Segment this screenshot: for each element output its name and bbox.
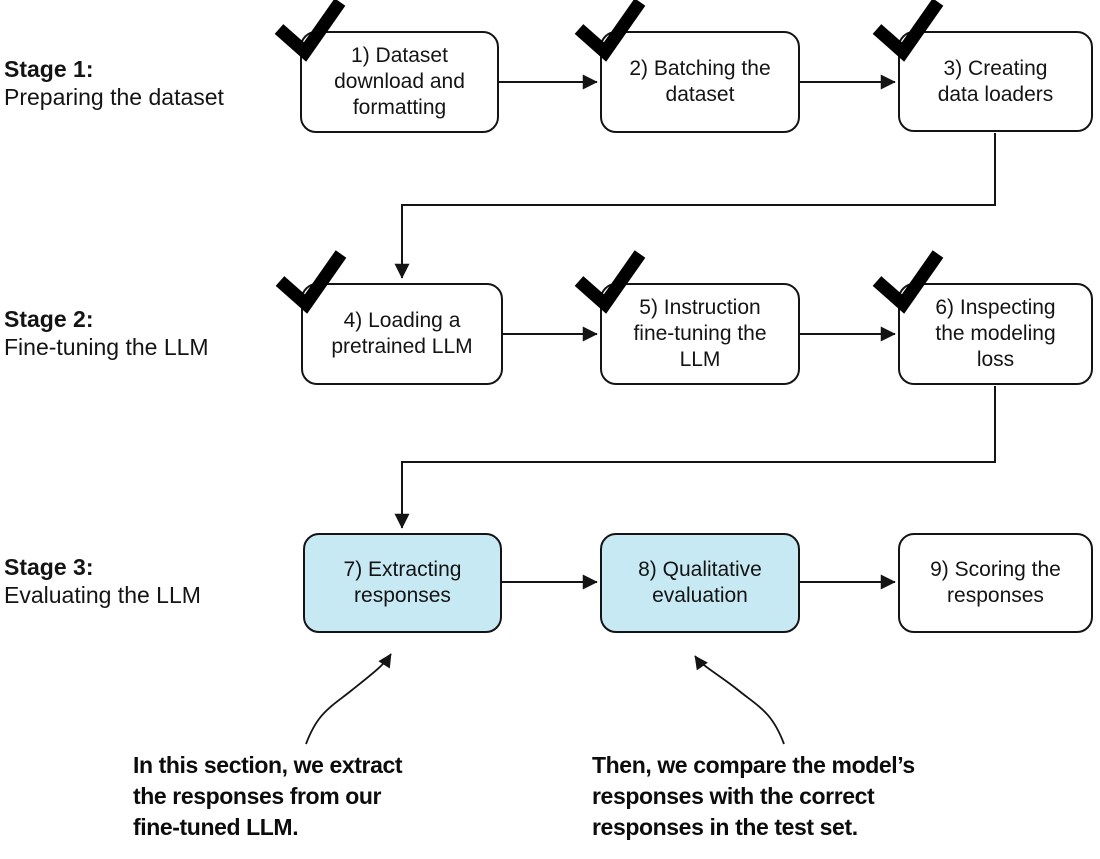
stage-3-title: Stage 3: xyxy=(4,554,94,580)
stage-3-label: Stage 3: Evaluating the LLM xyxy=(4,553,201,609)
stage-1-subtitle: Preparing the dataset xyxy=(4,84,224,110)
connector-box6-to-box7 xyxy=(394,386,996,529)
box-6: 6) Inspecting the modeling loss xyxy=(898,283,1093,385)
box-6-label: 6) Inspecting the modeling loss xyxy=(935,296,1056,371)
stage-2-title: Stage 2: xyxy=(4,306,94,332)
stage-2-label: Stage 2: Fine-tuning the LLM xyxy=(4,305,209,361)
annotation-arrow-to-box8 xyxy=(694,655,785,745)
box-5-label: 5) Instruction fine-tuning the LLM xyxy=(633,296,767,371)
annotation-compare-responses: Then, we compare the model’s responses w… xyxy=(592,752,915,840)
box-1: 1) Dataset download and formatting xyxy=(300,31,499,133)
box-4-label: 4) Loading a pretrained LLM xyxy=(331,309,473,358)
connector-box3-to-box4 xyxy=(394,133,996,279)
box-8: 8) Qualitative evaluation xyxy=(600,533,800,633)
box-1-label: 1) Dataset download and formatting xyxy=(334,44,465,119)
stage-1-label: Stage 1: Preparing the dataset xyxy=(4,55,224,111)
stage-3-subtitle: Evaluating the LLM xyxy=(4,582,201,608)
box-9-label: 9) Scoring the responses xyxy=(930,558,1061,607)
box-2-label: 2) Batching the dataset xyxy=(629,57,771,106)
box-7-label: 7) Extracting responses xyxy=(343,558,462,607)
box-8-label: 8) Qualitative evaluation xyxy=(638,558,762,607)
box-3-label: 3) Creating data loaders xyxy=(937,56,1054,106)
stage-2-subtitle: Fine-tuning the LLM xyxy=(4,334,209,360)
box-7: 7) Extracting responses xyxy=(303,533,502,633)
box-3: 3) Creating data loaders xyxy=(898,31,1093,132)
box-2: 2) Batching the dataset xyxy=(600,31,800,133)
annotation-arrow-to-box7 xyxy=(305,653,392,745)
box-5: 5) Instruction fine-tuning the LLM xyxy=(600,283,800,385)
annotation-extract-responses: In this section, we extract the response… xyxy=(133,752,403,840)
box-4: 4) Loading a pretrained LLM xyxy=(301,283,503,385)
box-9: 9) Scoring the responses xyxy=(898,533,1093,633)
stage-1-title: Stage 1: xyxy=(4,56,94,82)
